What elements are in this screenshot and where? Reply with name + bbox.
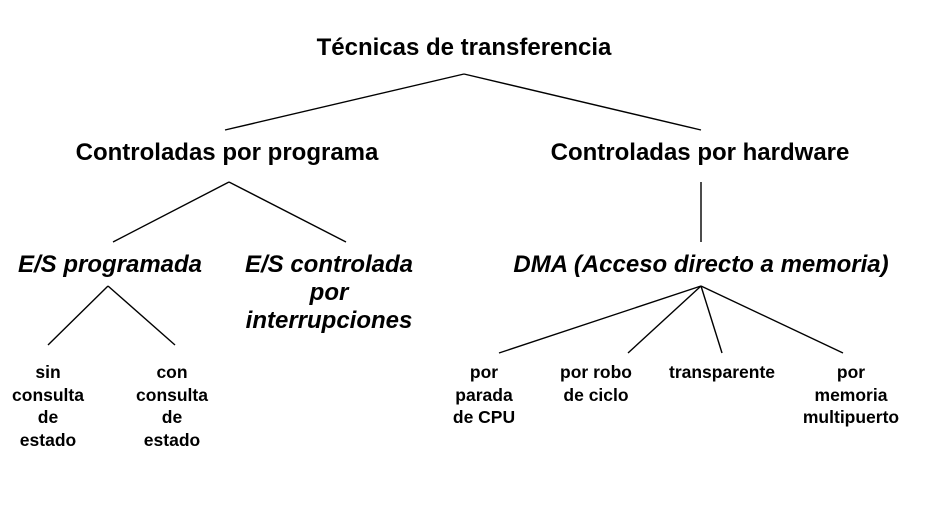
leaf-transparent: transparente	[669, 361, 775, 384]
diagram-title: Técnicas de transferencia	[317, 34, 612, 62]
node-hardware-controlled: Controladas por hardware	[551, 139, 850, 167]
leaf-transparent-line: transparente	[668, 362, 776, 382]
leaf-with-status: con consulta de estado	[136, 361, 208, 451]
node-programmed-io: E/S programada	[18, 251, 202, 279]
leaf-without-status-line: de	[37, 407, 59, 427]
leaf-without-status-line: consulta	[12, 384, 84, 405]
node-dma-label: DMA (Acceso directo a memoria)	[513, 251, 889, 278]
connector-programmed-io-to-with-status	[107, 285, 176, 346]
leaf-multiport-line: multipuerto	[802, 407, 900, 427]
leaf-cycle-steal: por robo de ciclo	[560, 361, 632, 406]
node-interrupt-io-line: interrupciones	[245, 307, 413, 334]
connector-programmed-io-to-without-status	[47, 285, 109, 346]
leaf-cpu-halt-line: de CPU	[452, 407, 516, 427]
connector-root-to-hardware	[463, 73, 702, 131]
leaf-without-status-line: estado	[19, 429, 77, 450]
leaf-with-status-line: consulta	[136, 384, 208, 405]
node-program-controlled-label: Controladas por programa	[75, 139, 379, 166]
node-interrupt-io-line: por	[309, 279, 349, 306]
connector-dma-to-cpu-halt	[498, 285, 702, 354]
connector-root-to-program	[224, 73, 465, 131]
leaf-cpu-halt: por parada de CPU	[453, 361, 515, 429]
node-interrupt-io: E/S controlada por interrupciones	[245, 251, 413, 335]
connector-program-to-programmed-io	[112, 181, 230, 243]
leaf-cycle-steal-line: por robo	[560, 362, 632, 382]
leaf-without-status: sin consulta de estado	[12, 361, 84, 451]
node-interrupt-io-line: E/S controlada	[244, 251, 414, 278]
leaf-multiport: por memoria multipuerto	[803, 361, 899, 429]
diagram-title-text: Técnicas de transferencia	[316, 34, 612, 61]
connector-dma-to-multiport	[700, 285, 844, 354]
leaf-without-status-line: sin	[35, 362, 61, 382]
leaf-cycle-steal-line: de ciclo	[563, 384, 629, 405]
leaf-cpu-halt-line: parada	[455, 384, 513, 405]
node-programmed-io-label: E/S programada	[17, 251, 203, 278]
leaf-with-status-line: de	[161, 407, 183, 427]
connector-dma-to-cycle-steal	[627, 285, 702, 354]
leaf-cpu-halt-line: por	[469, 362, 499, 382]
node-hardware-controlled-label: Controladas por hardware	[550, 139, 850, 166]
leaf-multiport-line: por	[836, 362, 866, 382]
connector-program-to-interrupt-io	[228, 181, 347, 243]
leaf-with-status-line: estado	[143, 429, 201, 450]
leaf-with-status-line: con	[156, 362, 188, 382]
connector-dma-to-transparent	[700, 285, 723, 354]
node-dma: DMA (Acceso directo a memoria)	[513, 251, 888, 279]
leaf-multiport-line: memoria	[814, 384, 888, 405]
node-program-controlled: Controladas por programa	[76, 139, 379, 167]
